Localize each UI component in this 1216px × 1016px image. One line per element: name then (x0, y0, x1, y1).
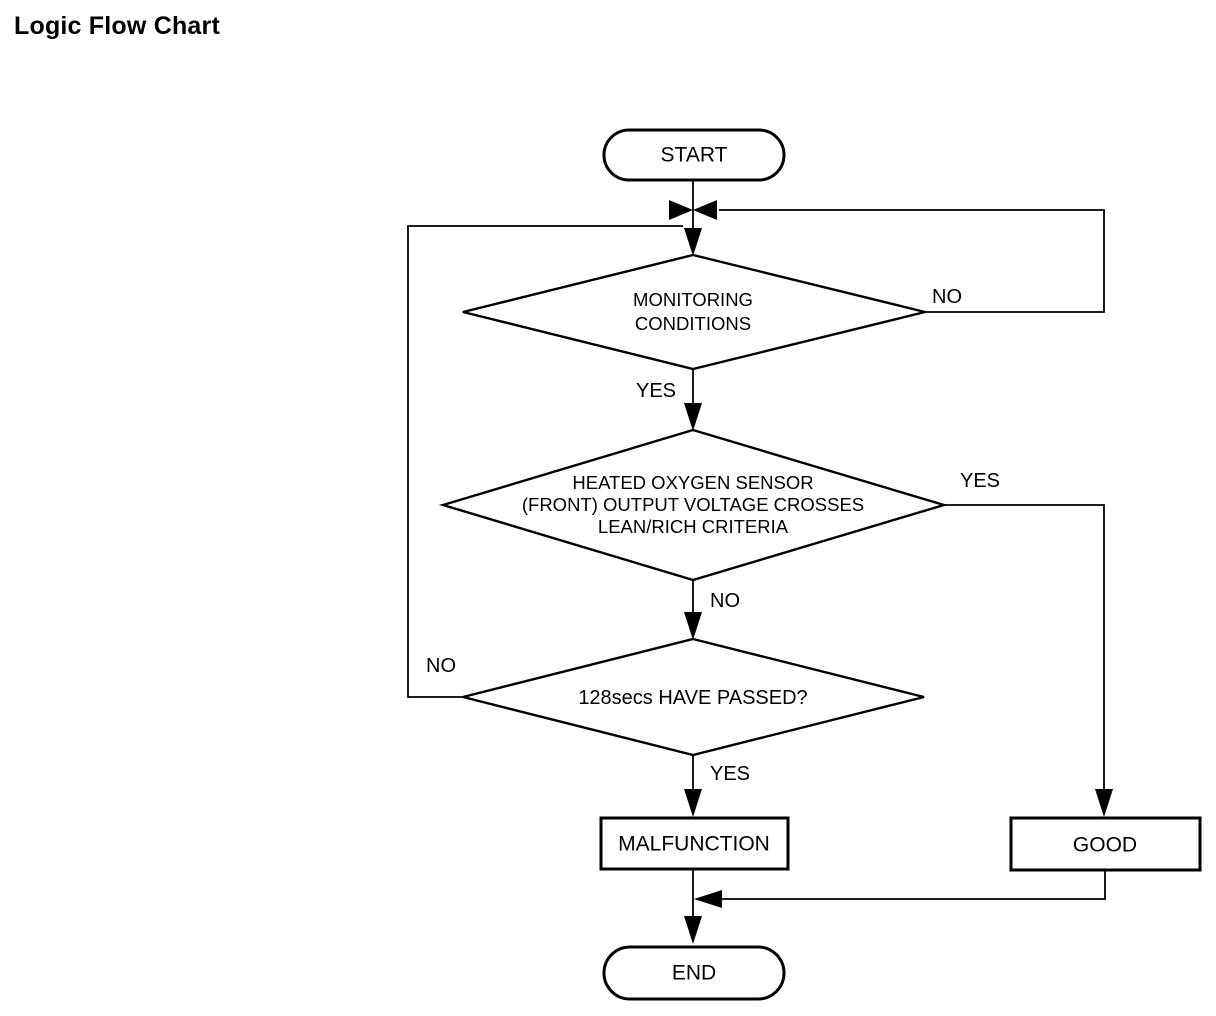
end-shape (602, 945, 786, 1001)
monitoring-conditions-label-line1: MONITORING (633, 289, 753, 310)
sensor-voltage-label-line1: HEATED OXYGEN SENSOR (572, 472, 813, 493)
page-title: Logic Flow Chart (14, 12, 220, 40)
arrow-into-monitoring (684, 228, 702, 256)
arrowhead-left-into-junction (693, 200, 717, 220)
node-timer-check[interactable]: 128secs HAVE PASSED? (462, 637, 925, 757)
node-start[interactable]: START (602, 128, 786, 182)
edge-monitoring-no: NO (719, 209, 1105, 313)
edge-malfunction-to-end (684, 869, 702, 944)
edge-label-sensor-yes: YES (960, 470, 1000, 492)
arrowhead-right-into-junction (669, 200, 693, 220)
malfunction-shape (599, 816, 790, 871)
start-label: START (661, 144, 728, 167)
node-malfunction[interactable]: MALFUNCTION (599, 816, 790, 871)
arrowhead-down-good (1095, 789, 1113, 817)
sensor-voltage-label-line2: (FRONT) OUTPUT VOLTAGE CROSSES (522, 494, 864, 515)
edge-monitoring-yes: YES (636, 369, 702, 431)
sensor-voltage-label-line3: LEAN/RICH CRITERIA (598, 516, 789, 537)
end-label: END (672, 962, 716, 985)
monitoring-conditions-label-line2: CONDITIONS (635, 313, 751, 334)
edge-label-timer-yes: YES (710, 763, 750, 785)
edge-timer-no: NO (407, 225, 683, 698)
good-label: GOOD (1073, 834, 1137, 857)
edge-label-monitoring-no: NO (932, 286, 962, 308)
edge-label-timer-no: NO (426, 655, 456, 677)
malfunction-label: MALFUNCTION (618, 833, 770, 856)
junction-above-monitoring (669, 200, 717, 220)
edge-good-to-end (694, 870, 1106, 908)
edge-timer-yes: YES (684, 755, 750, 817)
timer-check-label: 128secs HAVE PASSED? (578, 687, 807, 709)
arrowhead-down-sensor (684, 403, 702, 431)
monitoring-conditions-shape (462, 253, 926, 371)
arrowhead-left-into-end-line (694, 890, 722, 908)
edge-label-sensor-no: NO (710, 590, 740, 612)
arrowhead-down-end (684, 916, 702, 944)
arrowhead-down-monitoring (684, 228, 702, 256)
edge-sensor-yes: YES (944, 470, 1113, 817)
arrowhead-down-timer (684, 612, 702, 640)
arrowhead-down-malfunction (684, 789, 702, 817)
start-shape (602, 128, 786, 182)
node-monitoring-conditions[interactable]: MONITORING CONDITIONS (462, 253, 926, 371)
edge-sensor-no: NO (684, 580, 740, 640)
node-end[interactable]: END (602, 945, 786, 1001)
edge-label-monitoring-yes: YES (636, 380, 676, 402)
good-shape (1009, 816, 1202, 872)
node-sensor-voltage[interactable]: HEATED OXYGEN SENSOR (FRONT) OUTPUT VOLT… (438, 428, 949, 582)
node-good[interactable]: GOOD (1009, 816, 1202, 872)
